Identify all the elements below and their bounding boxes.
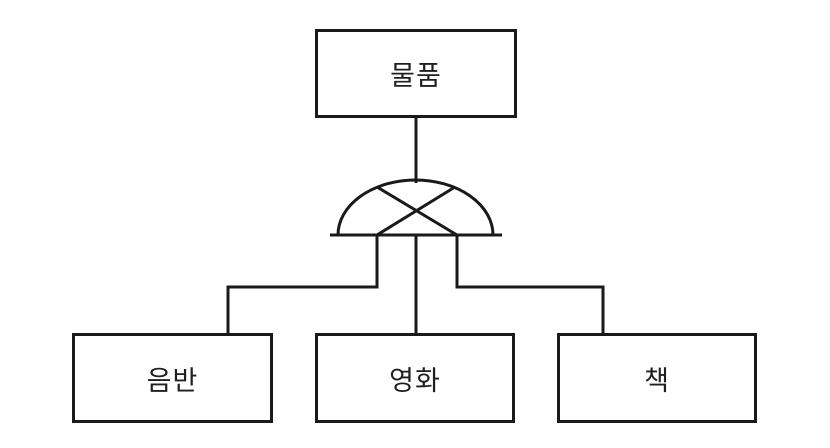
node-child-album-label: 음반 xyxy=(146,365,199,396)
node-child-movie: 영화 xyxy=(315,333,515,423)
connector-symbol-to-child-3 xyxy=(455,235,605,333)
symbol-cross-line-2 xyxy=(376,185,456,237)
node-parent-label: 물품 xyxy=(390,61,442,91)
node-child-book-label: 책 xyxy=(644,365,670,396)
node-parent: 물품 xyxy=(315,29,517,118)
category-union-symbol xyxy=(330,178,502,237)
symbol-arc xyxy=(336,178,495,236)
node-child-book: 책 xyxy=(557,333,757,423)
node-child-movie-label: 영화 xyxy=(389,365,441,396)
connector-symbol-to-child-1 xyxy=(226,235,379,333)
node-child-album: 음반 xyxy=(72,333,273,423)
